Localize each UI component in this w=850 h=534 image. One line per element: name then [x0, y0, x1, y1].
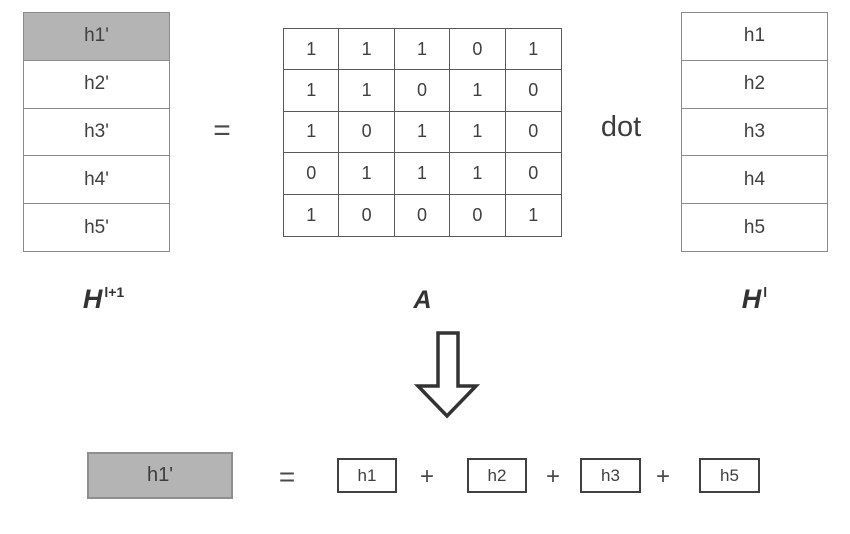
matrix-cell: 0: [505, 70, 561, 112]
label-h-base: H: [741, 284, 762, 314]
matrix-cell: 0: [339, 111, 395, 154]
matrix-cell: 1: [505, 29, 561, 71]
matrix-cell: 0: [339, 194, 395, 236]
matrix-cell: 0: [450, 29, 506, 71]
vector-cell-h2-prime: h2': [23, 59, 170, 109]
matrix-cell: 0: [284, 153, 340, 195]
vector-cell-h5: h5: [681, 203, 828, 252]
term-box-h3: h3: [580, 458, 641, 493]
matrix-cell: 0: [450, 194, 506, 236]
result-box-h1-prime: h1': [87, 452, 233, 499]
matrix-cell: 1: [284, 194, 340, 236]
matrix-cell: 1: [394, 153, 451, 195]
vector-cell-h3-prime: h3': [23, 107, 170, 157]
vector-cell-h5-prime: h5': [23, 203, 170, 252]
term-box-h2: h2: [467, 458, 527, 493]
plus-sign: +: [655, 463, 670, 490]
term-box-h5: h5: [699, 458, 760, 493]
matrix-cell: 1: [528, 204, 539, 225]
vector-cell-h2: h2: [681, 59, 828, 109]
vector-cell-h3: h3: [681, 107, 828, 157]
matrix-cell: 0: [505, 112, 561, 154]
plus-sign: +: [419, 463, 434, 490]
down-arrow-icon: [413, 331, 481, 419]
plus-sign: +: [545, 463, 560, 490]
matrix-cell: 1: [284, 70, 340, 112]
output-vector: h1' h2' h3' h4' h5': [23, 12, 170, 252]
vector-cell-h4: h4: [681, 155, 828, 205]
matrix-cell: 1: [284, 111, 340, 154]
matrix-cell: 1: [339, 70, 395, 112]
term-box-h1: h1: [337, 458, 397, 493]
matrix-cell: 1: [394, 29, 451, 71]
matrix-cell: 0: [395, 194, 451, 236]
label-adjacency-matrix: A: [413, 286, 432, 314]
matrix-cell: 1: [284, 29, 340, 71]
matrix-cell: 1: [450, 111, 506, 154]
matrix-cell: 1: [450, 153, 506, 195]
dot-operator-label: dot: [600, 111, 642, 143]
vector-cell-h1: h1: [681, 12, 828, 61]
adjacency-matrix: 1 1 1 0 1 1 1 0 1 0 1 0 1 1 0 0 1 1 1 0 …: [283, 28, 562, 237]
matrix-cell: 0: [394, 70, 451, 112]
label-h-next-base: H: [82, 284, 103, 314]
matrix-cell: 0: [505, 153, 561, 195]
equals-sign-top: =: [213, 114, 231, 147]
label-h-next-superscript: l+1: [104, 284, 125, 300]
label-h-superscript: l: [763, 284, 768, 300]
matrix-cell: 1: [450, 70, 506, 112]
matrix-cell: 1: [339, 153, 395, 195]
matrix-cell: 1: [339, 29, 395, 71]
input-vector: h1 h2 h3 h4 h5: [681, 12, 828, 252]
matrix-cell: 1: [394, 111, 451, 154]
vector-cell-h1-prime: h1': [23, 12, 170, 61]
vector-cell-h4-prime: h4': [23, 155, 170, 205]
equals-sign-bottom: =: [278, 461, 296, 492]
